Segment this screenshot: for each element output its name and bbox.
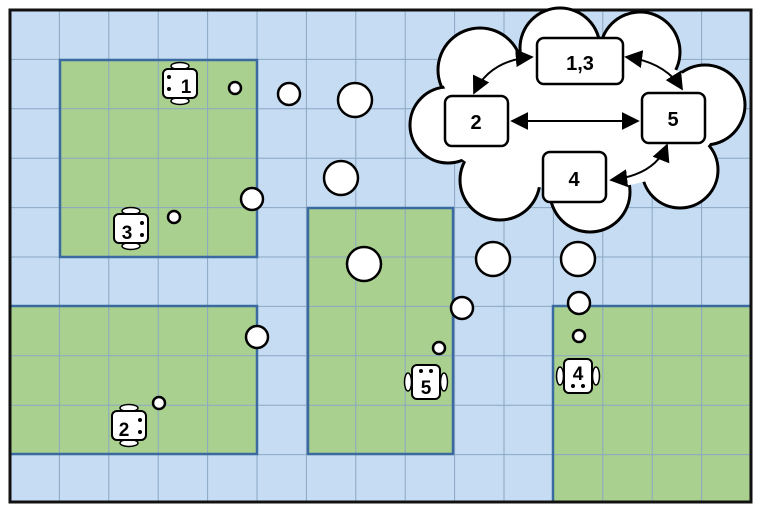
graph-edges (472, 49, 683, 188)
land-region-center (308, 208, 453, 454)
trail-circle (227, 80, 243, 96)
trail-circle (336, 81, 374, 119)
graph-node-label: 4 (568, 169, 580, 191)
graph-node-label: 2 (470, 112, 481, 134)
trail-circle (151, 395, 167, 411)
trail-circle (474, 240, 512, 278)
trail-circle (449, 295, 475, 321)
trail-circle (244, 324, 270, 350)
graph-node-5: 5 (640, 91, 707, 145)
robot-4: 4 (555, 358, 601, 394)
robot-5: 5 (403, 364, 449, 400)
trail-circle (322, 159, 360, 197)
border-top-left (58, 58, 259, 259)
edge-13-5 (624, 50, 683, 91)
trail-circle (571, 328, 587, 344)
robot-2: 2 (111, 403, 147, 448)
edge-4-5 (609, 143, 670, 188)
diagram-frame (8, 8, 753, 504)
region-borders (10, 58, 751, 502)
border-right (551, 304, 751, 502)
trail-circle (559, 240, 597, 278)
trail-circle (276, 81, 302, 107)
border-center (306, 206, 455, 456)
graph-node-2: 2 (443, 94, 510, 148)
border-bottom-left (10, 304, 259, 456)
edge-2-13 (472, 49, 534, 95)
trail-circle (345, 245, 383, 283)
robots: 1 3 2 5 (111, 61, 601, 448)
graph-node-label: 5 (667, 109, 678, 131)
robot-label: 2 (119, 420, 130, 441)
graph-node-4: 4 (541, 150, 608, 204)
graph-nodes: 1,3 2 5 4 (443, 36, 707, 204)
trail-circle (166, 209, 182, 225)
robot-1: 1 (162, 61, 198, 106)
robot-label: 1 (181, 77, 192, 98)
graph-node-label: 1,3 (566, 53, 594, 75)
trail-circle (566, 290, 592, 316)
thought-trails (151, 80, 597, 411)
robot-3: 3 (113, 206, 149, 251)
trail-circle (431, 340, 447, 356)
graph-node-1-3: 1,3 (535, 36, 625, 86)
robot-label: 5 (421, 378, 432, 399)
robot-label: 4 (573, 364, 584, 385)
trail-circle (239, 186, 265, 212)
robot-label: 3 (122, 223, 133, 244)
